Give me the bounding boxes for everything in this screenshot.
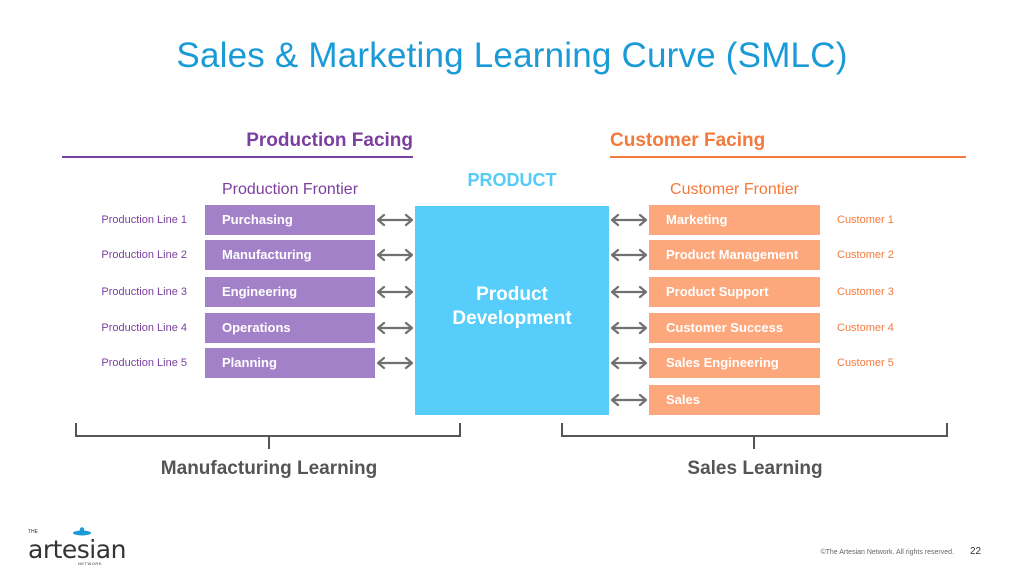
water-drop-icon — [73, 527, 91, 536]
product-development-line1: Product — [476, 284, 548, 305]
production-box-purchasing: Purchasing — [205, 205, 375, 235]
double-arrow-icon — [377, 321, 413, 335]
sales-learning-label: Sales Learning — [687, 458, 823, 479]
customer-label: Customer 2 — [837, 249, 894, 261]
production-line-label: Production Line 5 — [101, 357, 187, 369]
production-box-engineering: Engineering — [205, 277, 375, 307]
customer-facing-divider — [610, 156, 966, 158]
product-development-label: Product Development — [415, 283, 609, 331]
page-number: 22 — [970, 546, 982, 557]
customer-box-customer-success: Customer Success — [649, 313, 820, 343]
copyright-notice: ©The Artesian Network. All rights reserv… — [820, 549, 954, 556]
logo-the: THE — [28, 529, 38, 535]
double-arrow-icon — [611, 321, 647, 335]
customer-label: Customer 4 — [837, 322, 894, 334]
double-arrow-icon — [611, 213, 647, 227]
double-arrow-icon — [611, 248, 647, 262]
double-arrow-icon — [611, 285, 647, 299]
production-facing-heading: Production Facing — [246, 130, 413, 151]
customer-label: Customer 3 — [837, 286, 894, 298]
production-line-label: Production Line 2 — [101, 249, 187, 261]
customer-box-product-management: Product Management — [649, 240, 820, 270]
double-arrow-icon — [611, 393, 647, 407]
production-box-planning: Planning — [205, 348, 375, 378]
production-frontier-label: Production Frontier — [221, 181, 359, 198]
double-arrow-icon — [377, 213, 413, 227]
production-line-label: Production Line 3 — [101, 286, 187, 298]
product-development-line2: Development — [452, 308, 572, 329]
slide-title: Sales & Marketing Learning Curve (SMLC) — [176, 36, 848, 75]
double-arrow-icon — [377, 248, 413, 262]
production-box-manufacturing: Manufacturing — [205, 240, 375, 270]
product-label: PRODUCT — [467, 170, 557, 190]
double-arrow-icon — [611, 356, 647, 370]
artesian-network-logo: THE artesian NETWORK — [28, 527, 126, 566]
production-box-operations: Operations — [205, 313, 375, 343]
manufacturing-brace-icon — [75, 423, 461, 449]
logo-network: NETWORK — [78, 561, 102, 566]
production-line-label: Production Line 1 — [101, 214, 187, 226]
manufacturing-learning-label: Manufacturing Learning — [160, 458, 378, 479]
customer-frontier-label: Customer Frontier — [670, 181, 799, 198]
sales-brace-icon — [561, 423, 948, 449]
double-arrow-icon — [377, 356, 413, 370]
customer-box-product-support: Product Support — [649, 277, 820, 307]
customer-box-sales: Sales — [649, 385, 820, 415]
customer-box-marketing: Marketing — [649, 205, 820, 235]
production-line-label: Production Line 4 — [101, 322, 187, 334]
customer-label: Customer 1 — [837, 214, 894, 226]
customer-facing-heading: Customer Facing — [610, 130, 766, 151]
customer-box-sales-engineering: Sales Engineering — [649, 348, 820, 378]
customer-label: Customer 5 — [837, 357, 894, 369]
logo-wordmark: artesian — [28, 535, 126, 564]
production-facing-divider — [62, 156, 413, 158]
product-development-box — [415, 206, 609, 415]
double-arrow-icon — [377, 285, 413, 299]
